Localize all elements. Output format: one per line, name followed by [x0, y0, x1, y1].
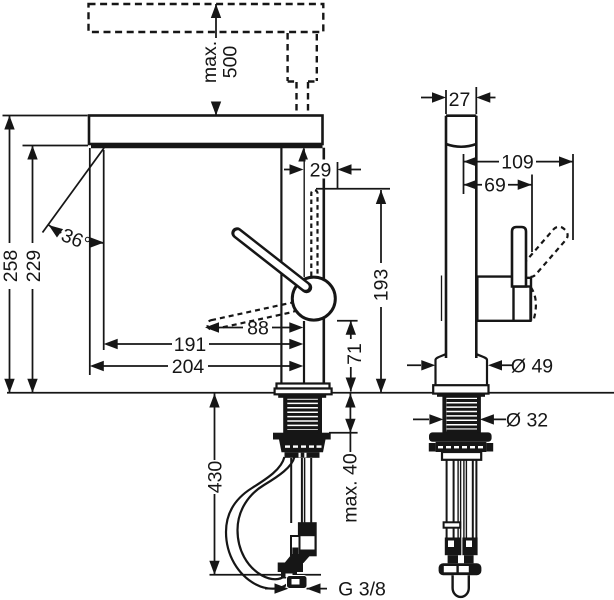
svg-text:36°: 36° [58, 224, 94, 255]
svg-text:max.: max. [199, 41, 221, 83]
svg-text:69: 69 [484, 175, 506, 197]
svg-text:Ø 32: Ø 32 [506, 409, 548, 431]
svg-text:109: 109 [501, 152, 534, 174]
svg-text:430: 430 [205, 461, 227, 494]
svg-text:258: 258 [0, 250, 22, 283]
svg-text:88: 88 [247, 318, 269, 340]
svg-text:71: 71 [344, 343, 366, 365]
svg-text:27: 27 [449, 89, 471, 111]
svg-text:500: 500 [220, 46, 242, 79]
svg-text:229: 229 [23, 250, 45, 283]
svg-text:193: 193 [371, 269, 393, 302]
svg-text:Ø 49: Ø 49 [511, 355, 553, 377]
svg-text:29: 29 [310, 160, 332, 182]
svg-text:G 3/8: G 3/8 [338, 579, 386, 600]
svg-text:191: 191 [174, 334, 207, 356]
svg-text:204: 204 [172, 356, 205, 378]
svg-text:max. 40: max. 40 [340, 453, 362, 523]
